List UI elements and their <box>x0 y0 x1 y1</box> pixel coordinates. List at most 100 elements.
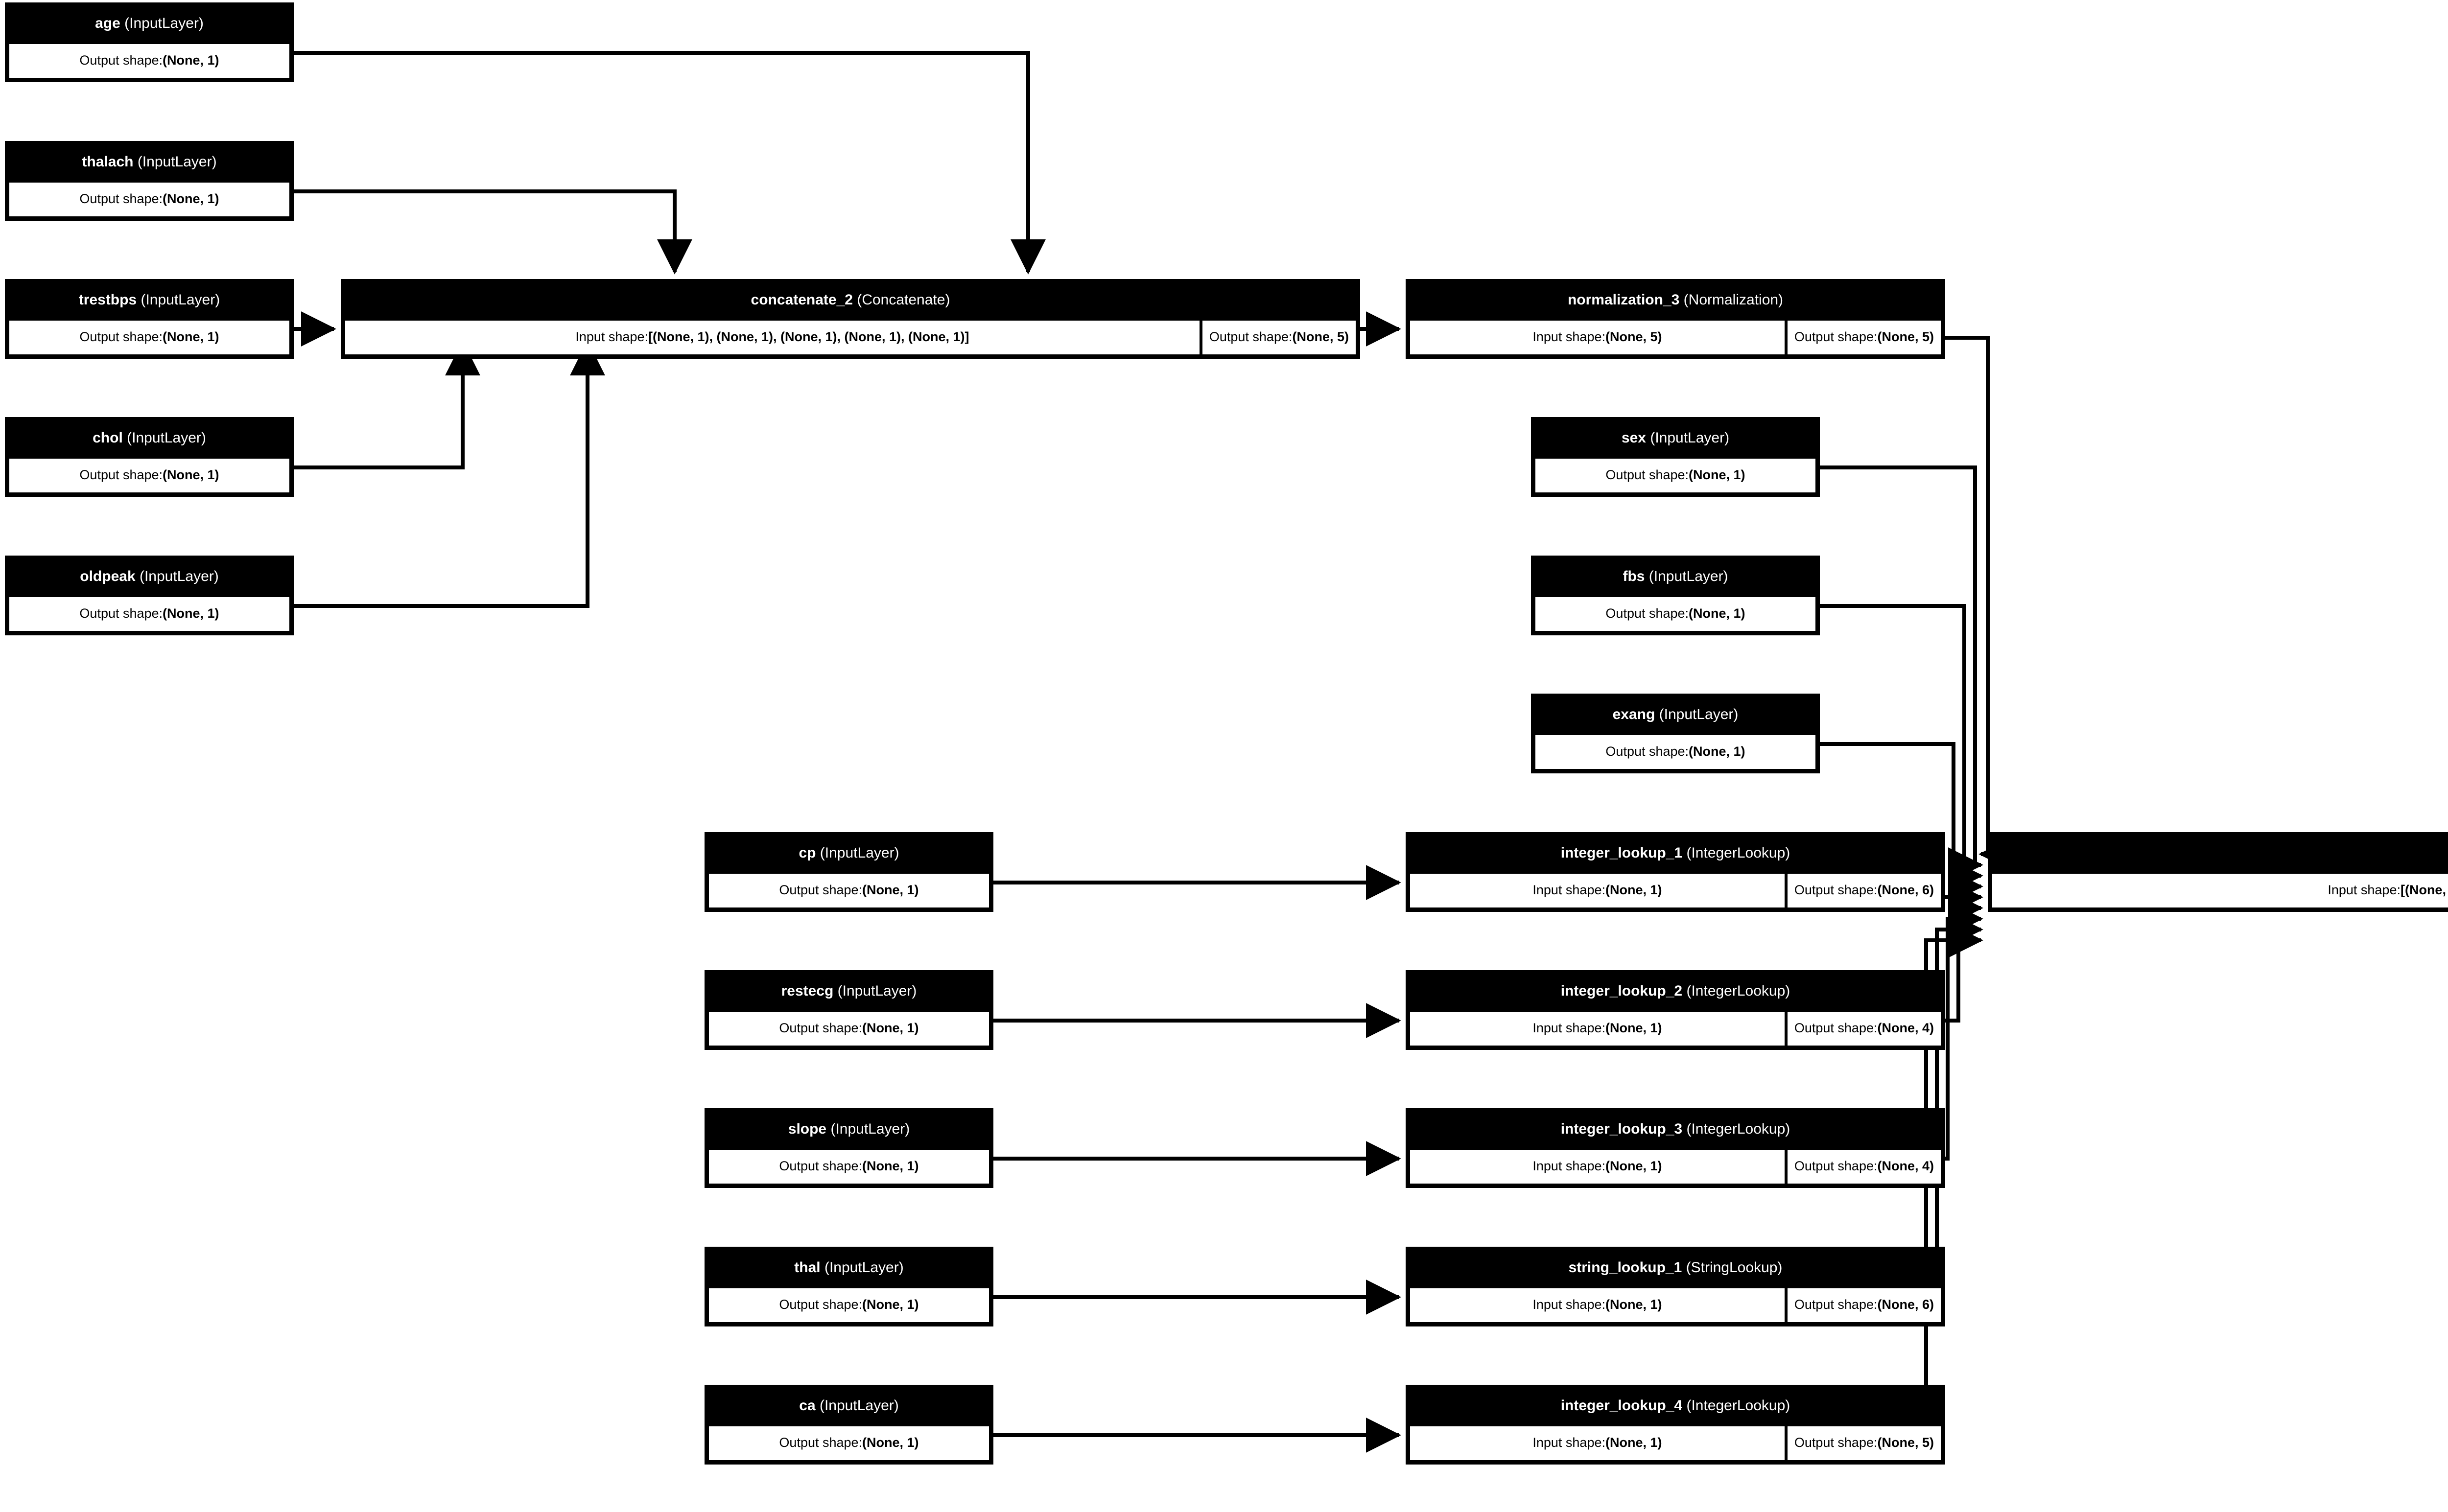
layer-node-integer_lookup_4[interactable]: integer_lookup_4 (IntegerLookup)Input sh… <box>1406 1385 1945 1465</box>
layer-node-concatenate_2[interactable]: concatenate_2 (Concatenate)Input shape: … <box>341 279 1360 359</box>
output-shape-value: (None, 6) <box>1877 1297 1934 1312</box>
input-shape-value: (None, 1) <box>1605 1159 1662 1173</box>
layer-node-thal[interactable]: thal (InputLayer)Output shape: (None, 1) <box>705 1247 993 1326</box>
layer-node-normalization_3[interactable]: normalization_3 (Normalization)Input sha… <box>1406 279 1945 359</box>
layer-shapes: Output shape: (None, 1) <box>1534 596 1817 632</box>
layer-shapes: Output shape: (None, 1) <box>707 1148 990 1185</box>
layer-class: (InputLayer) <box>820 845 899 861</box>
layer-shapes: Input shape: (None, 1)Output shape: (Non… <box>1409 1425 1942 1462</box>
output-shape-value: (None, 1) <box>163 53 219 68</box>
layer-name: chol <box>93 430 123 446</box>
layer-shapes: Output shape: (None, 1) <box>8 457 291 494</box>
output-shape-value: (None, 1) <box>862 1159 919 1173</box>
layer-node-string_lookup_1[interactable]: string_lookup_1 (StringLookup)Input shap… <box>1406 1247 1945 1326</box>
output-shape-label: Output shape: <box>779 1297 863 1312</box>
layer-output-shape: Output shape: (None, 5) <box>1786 319 1942 356</box>
edge-normalization3-to-concatenate3 <box>1945 336 2014 872</box>
layer-node-chol[interactable]: chol (InputLayer) Output shape: (None, 1) <box>5 417 294 497</box>
layer-shapes: Input shape: (None, 1)Output shape: (Non… <box>1409 1287 1942 1324</box>
layer-node-cp[interactable]: cp (InputLayer)Output shape: (None, 1) <box>705 832 993 912</box>
layer-node-concatenate_3[interactable]: concatenate_3 (Concatenate)Input shape: … <box>1988 832 2448 912</box>
layer-shapes: Input shape: (None, 5)Output shape: (Non… <box>1409 319 1942 356</box>
edge-sex-to-concatenate3 <box>1820 465 1983 883</box>
layer-name: exang <box>1612 706 1655 722</box>
layer-shapes: Output shape: (None, 1) <box>8 596 291 632</box>
input-shape-label: Input shape: <box>1532 1297 1605 1312</box>
output-shape-value: (None, 1) <box>1689 606 1745 621</box>
input-shape-value: [(None, 1), (None, 1), (None, 1), (None,… <box>2400 883 2448 897</box>
layer-class: (InputLayer) <box>141 292 220 308</box>
layer-node-slope[interactable]: slope (InputLayer)Output shape: (None, 1… <box>705 1108 993 1188</box>
layer-output-shape: Output shape: (None, 5) <box>1786 1425 1942 1462</box>
edge-thalach-to-concatenate2 <box>294 189 692 275</box>
edge-integerlookup3-to-concatenate3 <box>1945 901 1983 1161</box>
layer-name: integer_lookup_4 <box>1560 1397 1683 1414</box>
layer-node-restecg[interactable]: restecg (InputLayer)Output shape: (None,… <box>705 970 993 1050</box>
layer-node-trestbps[interactable]: trestbps (InputLayer)Output shape: (None… <box>5 279 294 359</box>
output-shape-label: Output shape: <box>79 606 163 621</box>
input-shape-value: (None, 1) <box>1605 883 1662 897</box>
layer-node-oldpeak[interactable]: oldpeak (InputLayer)Output shape: (None,… <box>5 556 294 635</box>
output-shape-label: Output shape: <box>1794 329 1878 344</box>
output-shape-value: (None, 4) <box>1877 1021 1934 1035</box>
layer-title: integer_lookup_3 (IntegerLookup) <box>1409 1111 1942 1148</box>
layer-input-shape: Input shape: [(None, 1), (None, 1), (Non… <box>1991 872 2448 909</box>
output-shape-label: Output shape: <box>779 1021 863 1035</box>
layer-title: fbs (InputLayer) <box>1534 558 1817 596</box>
layer-input-shape: Input shape: (None, 1) <box>1409 1148 1786 1185</box>
layer-shapes: Output shape: (None, 1) <box>1534 457 1817 494</box>
layer-input-shape: Input shape: (None, 1) <box>1409 1287 1786 1324</box>
layer-node-age[interactable]: age (InputLayer)Output shape: (None, 1) <box>5 2 294 82</box>
layer-node-ca[interactable]: ca (InputLayer)Output shape: (None, 1) <box>705 1385 993 1465</box>
layer-node-fbs[interactable]: fbs (InputLayer)Output shape: (None, 1) <box>1531 556 1820 635</box>
layer-title: integer_lookup_4 (IntegerLookup) <box>1409 1388 1942 1425</box>
layer-shapes: Input shape: (None, 1) Output shape: (Non… <box>1409 1148 1942 1185</box>
layer-class: (IntegerLookup) <box>1686 983 1790 999</box>
output-shape-label: Output shape: <box>1209 329 1293 344</box>
layer-output-shape: Output shape: (None, 1) <box>707 1148 990 1185</box>
layer-output-shape: Output shape: (None, 1) <box>8 181 291 218</box>
output-shape-label: Output shape: <box>779 883 863 897</box>
layer-output-shape: Output shape: (None, 1) <box>8 457 291 494</box>
layer-name: concatenate_2 <box>751 292 853 308</box>
layer-input-shape: Input shape: (None, 1) <box>1409 1010 1786 1047</box>
layer-node-integer_lookup_2[interactable]: integer_lookup_2 (IntegerLookup)Input sh… <box>1406 970 1945 1050</box>
layer-output-shape: Output shape: (None, 1) <box>707 1010 990 1047</box>
layer-title: normalization_3 (Normalization) <box>1409 282 1942 319</box>
layer-title: slope (InputLayer) <box>707 1111 990 1148</box>
layer-title: age (InputLayer) <box>8 5 291 43</box>
layer-output-shape: Output shape: (None, 1) <box>8 43 291 79</box>
output-shape-label: Output shape: <box>1605 744 1689 759</box>
layer-title: string_lookup_1 (StringLookup) <box>1409 1250 1942 1287</box>
layer-name: thal <box>794 1259 821 1276</box>
layer-node-integer_lookup_1[interactable]: integer_lookup_1 (IntegerLookup)Input sh… <box>1406 832 1945 912</box>
layer-class: (InputLayer) <box>837 983 917 999</box>
layer-shapes: Output shape: (None, 1) <box>707 872 990 909</box>
layer-output-shape: Output shape: (None, 1) <box>1534 457 1817 494</box>
layer-input-shape: Input shape: (None, 5) <box>1409 319 1786 356</box>
layer-node-integer_lookup_3[interactable]: integer_lookup_3 (IntegerLookup)Input sh… <box>1406 1108 1945 1188</box>
layer-class: (InputLayer) <box>127 430 206 446</box>
layer-title: trestbps (InputLayer) <box>8 282 291 319</box>
layer-output-shape: Output shape: (None, 1) <box>1534 734 1817 770</box>
layer-node-sex[interactable]: sex (InputLayer)Output shape: (None, 1) <box>1531 417 1820 497</box>
layer-node-thalach[interactable]: thalach (InputLayer)Output shape: (None,… <box>5 141 294 221</box>
layer-node-exang[interactable]: exang (InputLayer)Output shape: (None, 1… <box>1531 694 1820 773</box>
layer-name: ca <box>799 1397 816 1414</box>
output-shape-value: (None, 1) <box>1689 744 1745 759</box>
layer-output-shape: Output shape: (None, 1) <box>707 1425 990 1462</box>
layer-title: thalach (InputLayer) <box>8 144 291 181</box>
layer-shapes: Input shape: [(None, 1), (None, 1), (Non… <box>1991 872 2448 909</box>
output-shape-value: (None, 1) <box>862 1021 919 1035</box>
input-shape-value: [(None, 1), (None, 1), (None, 1), (None,… <box>648 329 969 344</box>
layer-output-shape: Output shape: (None, 1) <box>707 872 990 909</box>
layer-name: integer_lookup_3 <box>1560 1121 1683 1137</box>
output-shape-value: (None, 1) <box>1689 467 1745 482</box>
layer-input-shape: Input shape: (None, 1) <box>1409 1425 1786 1462</box>
layer-shapes: Output shape: (None, 1) <box>707 1287 990 1324</box>
output-shape-label: Output shape: <box>1794 1159 1878 1173</box>
output-shape-label: Output shape: <box>1794 1021 1878 1035</box>
layer-output-shape: Output shape: (None, 1) <box>8 596 291 632</box>
